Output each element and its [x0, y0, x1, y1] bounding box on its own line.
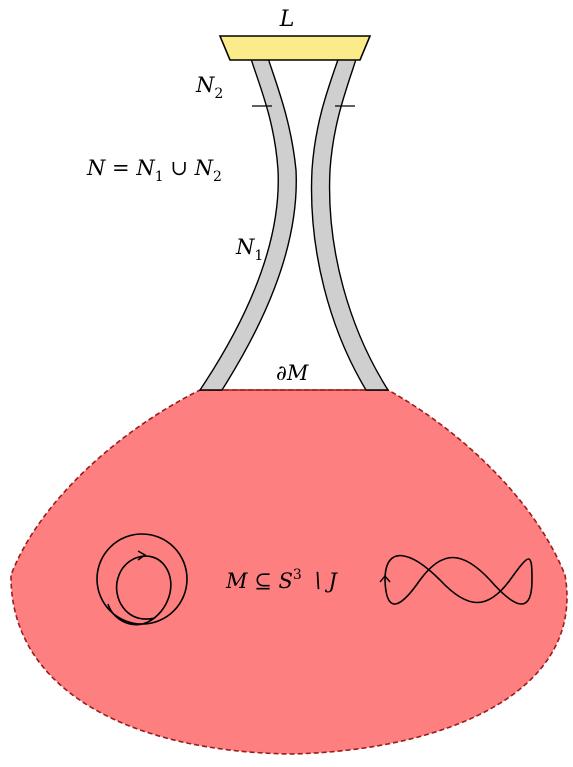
manifold-region-M — [10, 389, 568, 755]
label-boundary-M: ∂M — [276, 361, 309, 385]
label-L: L — [279, 7, 295, 32]
left-collar — [198, 37, 297, 391]
right-collar — [310, 37, 390, 391]
cap-L — [218, 35, 372, 61]
unknot-with-arrow-icon — [96, 533, 188, 626]
label-N-union: N = N1 ∪ N2 — [86, 156, 222, 185]
label-M-complement: M ⊆ S3 ∖ J — [225, 567, 338, 593]
figure-eight-chain-knot-icon — [379, 554, 533, 605]
label-N1: N1 — [235, 235, 263, 264]
label-N2: N2 — [195, 73, 223, 102]
